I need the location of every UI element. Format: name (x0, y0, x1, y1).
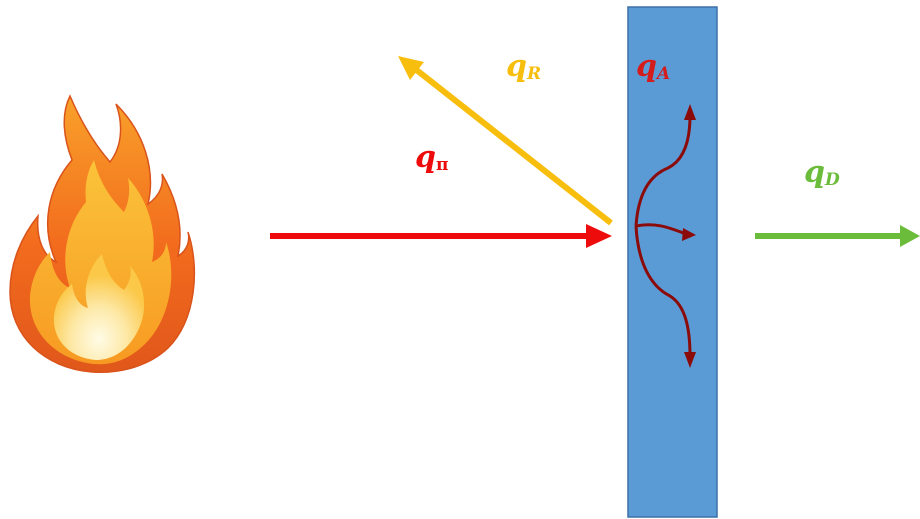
incident-label: qп (415, 143, 448, 174)
transmitted-heat-arrow (755, 225, 920, 247)
transmitted-label: qD (804, 158, 840, 189)
flame-icon (10, 96, 194, 372)
incident-heat-arrow (270, 224, 612, 248)
absorbed-label: qA (636, 52, 670, 83)
reflected-label: qR (506, 52, 541, 83)
